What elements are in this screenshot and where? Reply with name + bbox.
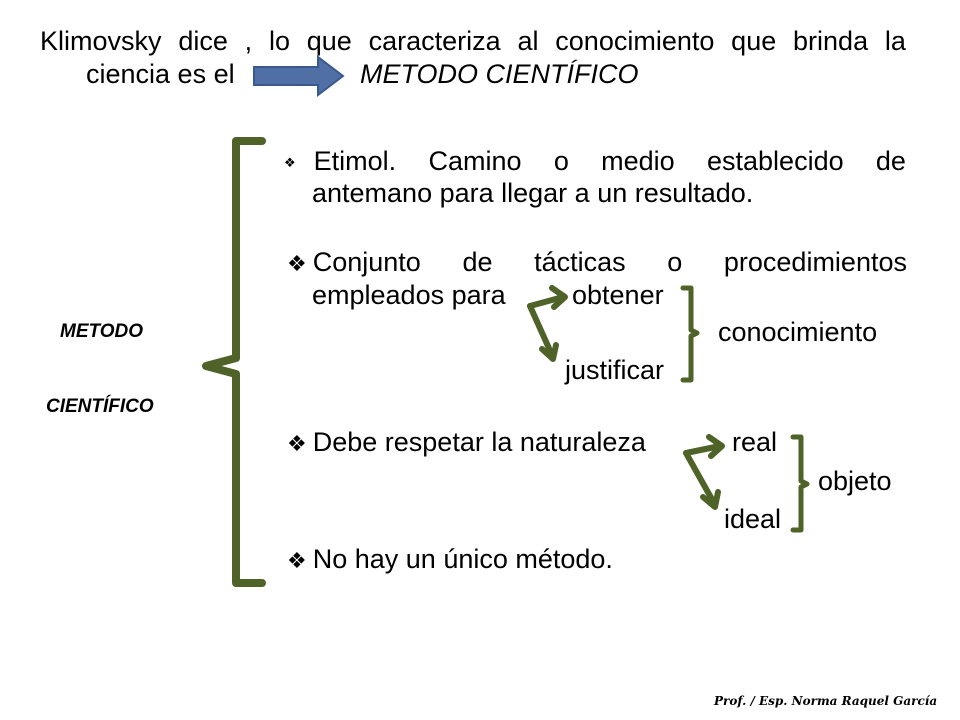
header-line-2-end: METODO CIENTÍFICO [360, 59, 639, 89]
arrowhead-justificar-icon [539, 342, 559, 362]
side-label-cientifico: CIENTÍFICO [46, 396, 154, 417]
small-bracket-conocimiento [680, 285, 700, 383]
arrow-to-real [683, 443, 723, 456]
bullet-1-line-1: ❖Etimol. Camino o medio establecido de [284, 146, 906, 177]
arrow-to-justificar [527, 303, 555, 358]
arrowhead-ideal-icon [700, 489, 721, 510]
header-word: Klimovsky [40, 26, 162, 56]
header-word: que [731, 26, 777, 56]
bullet-1-line-2: antemano para llegar a un resultado. [312, 178, 754, 208]
bullet-word: establecido [707, 146, 844, 176]
label-real: real [732, 427, 778, 457]
bullet-4-line-1: ❖No hay un único método. [287, 544, 613, 574]
label-objeto: objeto [818, 466, 892, 496]
bullet-2-first: ❖Conjunto [287, 247, 421, 277]
diamond-bullet-icon: ❖ [287, 251, 307, 276]
side-label-metodo: METODO [60, 321, 144, 342]
diamond-bullet-icon: ❖ [284, 154, 296, 170]
bullet-word: tácticas [534, 247, 626, 277]
arrowhead-real-icon [706, 434, 725, 459]
arrow-to-ideal [683, 450, 717, 506]
label-ideal: ideal [724, 504, 782, 534]
bullet-word: o [553, 146, 569, 176]
label-justificar: justificar [565, 355, 665, 385]
small-bracket-objeto [790, 434, 810, 533]
header-word: brinda [793, 26, 869, 56]
diamond-bullet-icon: ❖ [287, 431, 307, 456]
header-word: lo [268, 26, 290, 56]
bullet-word: procedimientos [723, 247, 907, 277]
arrow-to-obtener [527, 294, 566, 309]
right-arrow-icon [253, 54, 345, 98]
header-line-1: Klimovsky dice , lo que caracteriza al c… [40, 26, 906, 57]
bullet-word: medio [601, 146, 675, 176]
label-obtener: obtener [572, 280, 664, 310]
label-conocimiento: conocimiento [718, 317, 878, 347]
arrowhead-obtener-icon [549, 285, 568, 310]
bullet-2-line-1: ❖Conjunto de tácticas o procedimientos [287, 247, 907, 278]
bullet-2-line-2: empleados para [312, 280, 506, 310]
bullet-word: Camino [428, 146, 522, 176]
bullet-word: o [667, 247, 683, 277]
header-word: al [517, 26, 539, 56]
bullet-3-line-1: ❖Debe respetar la naturaleza [287, 427, 646, 457]
header-word: dice [178, 26, 228, 56]
header-word: la [884, 26, 906, 56]
bullet-word: de [875, 146, 906, 176]
header-word: caracteriza [368, 26, 501, 56]
footer-author: Prof. / Esp. Norma Raquel García [714, 694, 938, 708]
header-line-2-start: ciencia es el [86, 59, 235, 89]
header-word: que [306, 26, 352, 56]
header-word: conocimiento [555, 26, 715, 56]
big-left-bracket [202, 137, 266, 587]
header-word: , [244, 26, 253, 56]
diamond-bullet-icon: ❖ [287, 548, 307, 573]
bullet-word: de [462, 247, 493, 277]
bullet-1-first: ❖Etimol. [284, 146, 397, 176]
